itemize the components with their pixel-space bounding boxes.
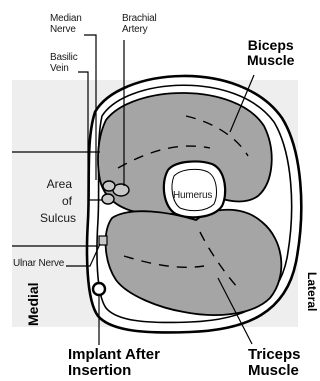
implant-circle <box>93 283 105 295</box>
ulnar-nerve-label: Ulnar Nerve <box>13 259 64 270</box>
humerus-label: Humerus <box>173 191 212 202</box>
lateral-label: Lateral <box>305 272 318 311</box>
basilic-vein-vessel <box>103 181 115 191</box>
medial-label: Medial <box>26 282 41 326</box>
ulnar-nerve-marker <box>99 236 107 245</box>
median-nerve-vessel <box>102 194 114 204</box>
